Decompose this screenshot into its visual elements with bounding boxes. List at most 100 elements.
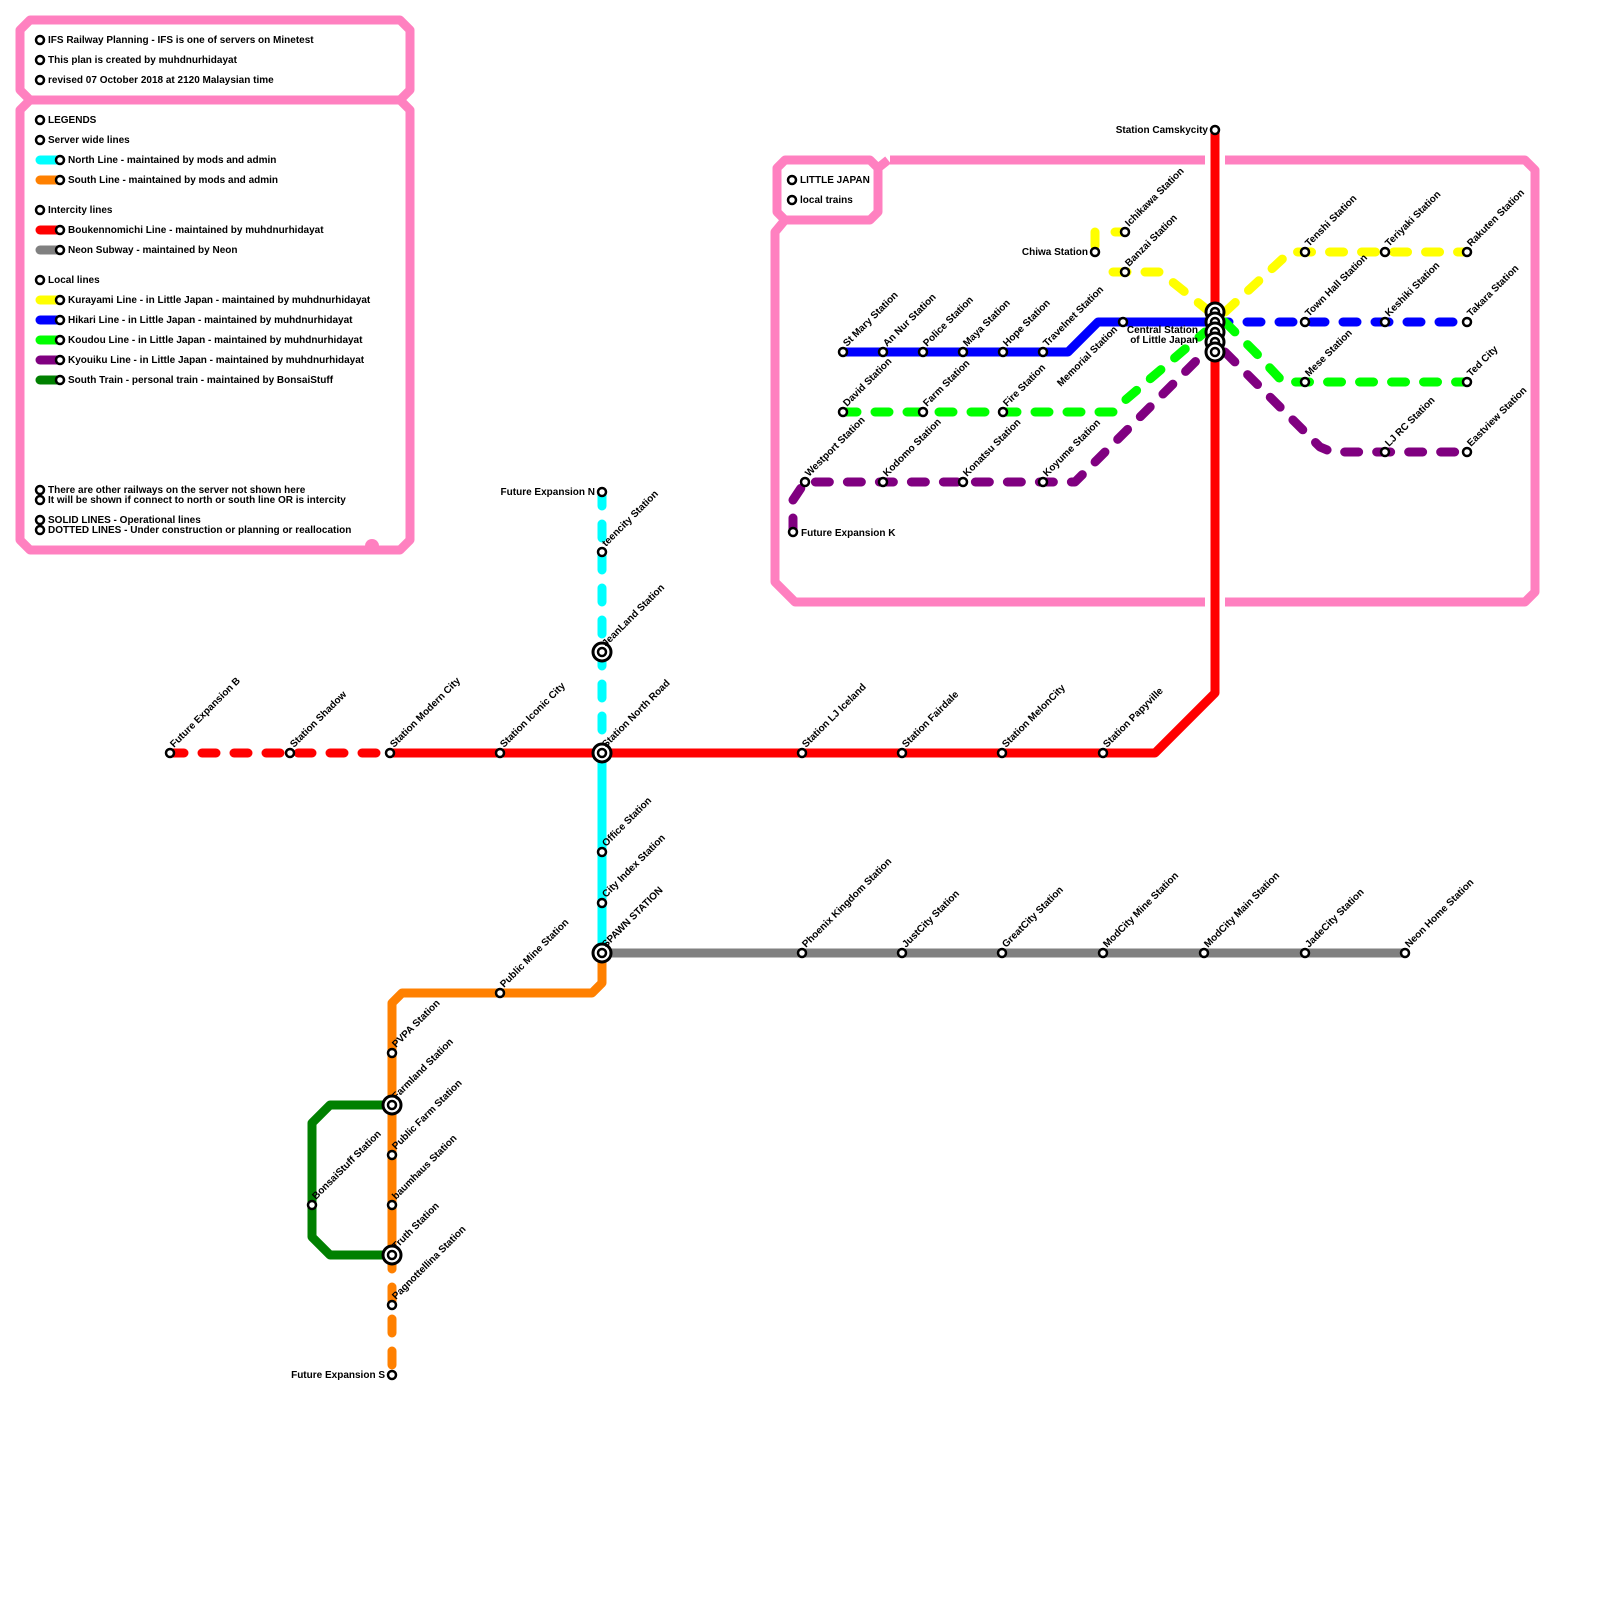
station-future-expansion-n[interactable]	[596, 486, 608, 498]
header-info: IFS Railway Planning - IFS is one of ser…	[34, 34, 314, 86]
station-office-station[interactable]	[596, 846, 608, 858]
station-keshiki-station[interactable]	[1379, 316, 1391, 328]
station-icon	[996, 747, 1008, 759]
station-mese-station[interactable]	[1299, 376, 1311, 388]
station-baumhaus-station[interactable]	[386, 1199, 398, 1211]
station-station-fairdale[interactable]	[896, 747, 908, 759]
station-lj-rc-station[interactable]	[1379, 446, 1391, 458]
station-city-index-station[interactable]	[596, 897, 608, 909]
station-konatsu-station[interactable]	[957, 476, 969, 488]
bullet-icon	[34, 274, 46, 286]
station-police-station[interactable]	[917, 346, 929, 358]
station-label: Public Mine Station	[498, 917, 571, 990]
station-icon	[1461, 246, 1473, 258]
station-rakuten-station[interactable]	[1461, 246, 1473, 258]
station-label: LJ RC Station	[1383, 395, 1437, 449]
kyouiku-line-dashed-west	[788, 347, 1210, 537]
station-farmland-station[interactable]	[381, 1094, 403, 1116]
station-label: Future Expansion S	[291, 1370, 385, 1381]
station-fire-station[interactable]	[997, 406, 1009, 418]
station-modcity-main-station[interactable]	[1198, 947, 1210, 959]
station-station-lj-iceland[interactable]	[796, 747, 808, 759]
station-label: Keshiki Station	[1383, 260, 1442, 319]
south-line	[387, 948, 607, 1260]
station-david-station[interactable]	[837, 406, 849, 418]
station-icon	[787, 526, 799, 538]
legend: LEGENDS Server wide lines North Line - m…	[34, 114, 371, 536]
station-station-meloncity[interactable]	[996, 747, 1008, 759]
station-label: JustCity Station	[900, 889, 962, 951]
station-st-mary-station[interactable]	[837, 346, 849, 358]
station-greatcity-station[interactable]	[996, 947, 1008, 959]
station-label: Rakuten Station	[1465, 188, 1527, 250]
legend-koudou: Koudou Line - in Little Japan - maintain…	[68, 335, 363, 346]
station-station-iconic-city[interactable]	[494, 747, 506, 759]
station-phoenix-kingdom-station[interactable]	[796, 947, 808, 959]
station-ted-city[interactable]	[1461, 376, 1473, 388]
station-public-farm-station[interactable]	[386, 1149, 398, 1161]
station-spawn-station[interactable]	[591, 942, 613, 964]
station-ichikawa-station[interactable]	[1119, 226, 1131, 238]
station-tenshi-station[interactable]	[1299, 246, 1311, 258]
station-teriyaki-station[interactable]	[1379, 246, 1391, 258]
station-station-modern-city[interactable]	[384, 747, 396, 759]
station-icon	[54, 244, 66, 256]
station-label: GreatCity Station	[1000, 885, 1066, 951]
station-town-hall-station[interactable]	[1299, 316, 1311, 328]
station-station-north-road[interactable]	[591, 742, 613, 764]
bullet-icon	[34, 204, 46, 216]
station-kodomo-station[interactable]	[877, 476, 889, 488]
station-icon	[957, 476, 969, 488]
koudou-line-dashed-west	[838, 327, 1210, 417]
station-chiwa-station[interactable]	[1089, 246, 1101, 258]
station-future-expansion-s[interactable]	[386, 1369, 398, 1381]
bullet-icon	[786, 174, 798, 186]
station-truth-station[interactable]	[381, 1244, 403, 1266]
station-label: Phoenix Kingdom Station	[800, 856, 894, 950]
station-pagnottellina-station[interactable]	[386, 1299, 398, 1311]
station-hope-station[interactable]	[997, 346, 1009, 358]
station-takara-station[interactable]	[1461, 316, 1473, 328]
station-station-papyville[interactable]	[1097, 747, 1109, 759]
station-future-expansion-b[interactable]	[164, 747, 176, 759]
station-farm-station[interactable]	[917, 406, 929, 418]
station-eastview-station[interactable]	[1461, 446, 1473, 458]
station-koyume-station[interactable]	[1037, 476, 1049, 488]
legend-neon: Neon Subway - maintained by Neon	[68, 245, 237, 256]
station-jeanland-station[interactable]	[591, 641, 613, 663]
station-icon	[877, 476, 889, 488]
station-label: Station Camskycity	[1116, 125, 1209, 136]
station-banzai-station[interactable]	[1119, 266, 1131, 278]
station-bonsaistuff-station[interactable]	[306, 1199, 318, 1211]
station-westport-station[interactable]	[799, 476, 811, 488]
station-central-station-of-little-japan[interactable]	[1204, 341, 1226, 363]
station-future-expansion-k[interactable]	[787, 526, 799, 538]
station-label: JadeCity Station	[1303, 887, 1366, 950]
note-3: SOLID LINES - Operational lines	[48, 515, 201, 526]
station-markers	[164, 124, 1473, 1381]
station-modcity-mine-station[interactable]	[1097, 947, 1109, 959]
station-icon	[596, 646, 608, 658]
station-teencity-station[interactable]	[596, 546, 608, 558]
bullet-icon	[34, 494, 46, 506]
bullet-icon	[34, 114, 46, 126]
station-icon	[837, 406, 849, 418]
station-station-shadow[interactable]	[284, 747, 296, 759]
station-justcity-station[interactable]	[896, 947, 908, 959]
station-jadecity-station[interactable]	[1299, 947, 1311, 959]
station-icon	[997, 346, 1009, 358]
station-icon	[386, 1099, 398, 1111]
station-memorial-station[interactable]	[1117, 316, 1129, 328]
station-neon-home-station[interactable]	[1399, 947, 1411, 959]
station-public-mine-station[interactable]	[494, 987, 506, 999]
bullet-icon	[34, 134, 46, 146]
station-label: Station Modern City	[388, 675, 463, 750]
station-an-nur-station[interactable]	[877, 346, 889, 358]
station-pvpa-station[interactable]	[386, 1047, 398, 1059]
station-icon	[1379, 316, 1391, 328]
station-station-camskycity[interactable]	[1209, 124, 1221, 136]
station-icon	[1461, 376, 1473, 388]
station-label: Neon Home Station	[1403, 877, 1476, 950]
station-maya-station[interactable]	[957, 346, 969, 358]
station-travelnet-station[interactable]	[1037, 346, 1049, 358]
